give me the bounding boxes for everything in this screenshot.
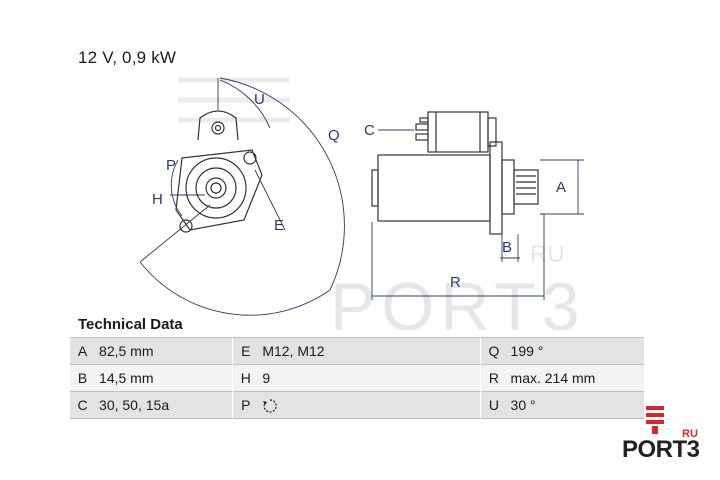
logo-suffix: RU xyxy=(682,428,698,440)
param-key: B xyxy=(77,370,88,386)
drive-flange xyxy=(489,141,503,235)
front-housing xyxy=(185,157,247,219)
port3-logo-icon xyxy=(646,406,664,434)
technical-data-table: A 82,5 mm E M12, M12 Q 199 ° B 14,5 mm H… xyxy=(70,337,645,419)
label-u: U xyxy=(254,91,265,108)
label-e: E xyxy=(274,217,284,234)
param-value: 30 ° xyxy=(506,391,645,419)
motor xyxy=(377,154,491,222)
label-q: Q xyxy=(328,127,340,144)
param-value: M12, M12 xyxy=(258,337,482,365)
rating-text: 12 V, 0,9 kW xyxy=(78,48,177,67)
param-value xyxy=(258,391,482,419)
side-dimensions xyxy=(371,129,584,300)
table-row: A 82,5 mm E M12, M12 Q 199 ° xyxy=(70,337,645,365)
param-key: P xyxy=(241,397,251,413)
label-p: P xyxy=(166,157,176,174)
arc-u xyxy=(219,79,271,129)
label-c: C xyxy=(364,122,375,139)
arc-p xyxy=(170,159,183,217)
param-key: U xyxy=(488,397,500,413)
watermark-suffix: RU xyxy=(530,241,565,268)
table-row: C 30, 50, 15a P U 30 ° xyxy=(70,391,645,419)
technical-data-title: Technical Data xyxy=(78,316,183,333)
rotation-arrow-icon xyxy=(263,399,278,413)
label-h: H xyxy=(152,191,163,208)
param-key: H xyxy=(240,370,251,386)
front-view xyxy=(139,77,345,316)
logo-wordmark: PORT3 xyxy=(622,436,700,463)
param-key: R xyxy=(488,370,500,386)
side-pinion xyxy=(513,169,539,205)
param-value: 82,5 mm xyxy=(95,337,234,365)
side-view xyxy=(371,111,539,235)
pinion xyxy=(205,177,227,199)
starter-drawing: PORT3 RU U Q P H E xyxy=(139,77,584,330)
param-key: A xyxy=(77,343,88,359)
side-labels: C A B R xyxy=(364,122,566,291)
front-upper-lug xyxy=(197,110,239,141)
arc-outer xyxy=(139,261,331,316)
front-labels: U Q P H E xyxy=(152,91,340,234)
param-key: Q xyxy=(488,343,500,359)
solenoid xyxy=(427,111,489,153)
param-value: 199 ° xyxy=(506,337,645,365)
param-key: C xyxy=(77,397,88,413)
param-key: E xyxy=(241,343,251,359)
label-b: B xyxy=(502,239,512,256)
param-value: 9 xyxy=(258,364,482,392)
label-a: A xyxy=(556,179,566,196)
param-value: max. 214 mm xyxy=(506,364,645,392)
arc-q xyxy=(219,77,345,291)
front-flange xyxy=(175,149,263,231)
label-r: R xyxy=(450,274,461,291)
param-value: 30, 50, 15a xyxy=(95,391,234,419)
table-row: B 14,5 mm H 9 R max. 214 mm xyxy=(70,364,645,392)
param-value: 14,5 mm xyxy=(95,364,234,392)
watermark-bars xyxy=(178,77,290,123)
